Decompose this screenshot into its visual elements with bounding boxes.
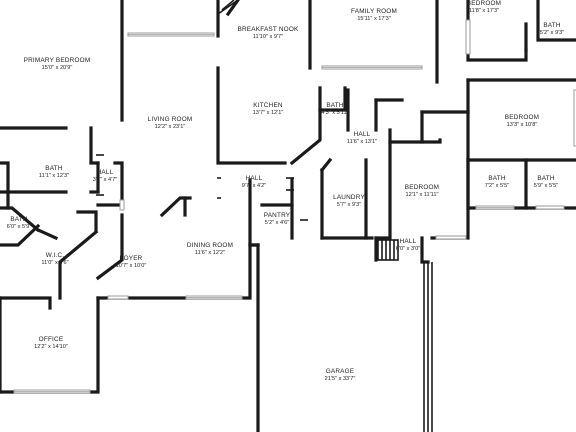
room-name: GARAGE	[325, 368, 355, 375]
room-bedroom-right: BEDROOM 13'3" x 10'8"	[505, 114, 539, 128]
room-name: BEDROOM	[466, 0, 502, 7]
room-name: BATH	[10, 216, 28, 223]
room-name: BATH	[45, 165, 63, 172]
room-hall-center: HALL 11'6" x 13'1"	[347, 131, 377, 145]
room-dims: 9'7" x 4'2"	[241, 182, 267, 189]
room-dims: 21'5" x 33'7"	[324, 375, 356, 382]
room-hall-small: HALL 6'0" x 3'0"	[396, 238, 420, 252]
room-dims: 13'3" x 10'8"	[506, 121, 538, 128]
room-name: HALL	[353, 131, 371, 138]
room-name: PANTRY	[263, 212, 291, 219]
room-foyer: FOYER 10'7" x 10'0"	[116, 255, 147, 269]
room-dims: 12'1" x 11'11"	[405, 191, 439, 198]
room-dims: 15'11" x 17'3"	[357, 15, 391, 22]
interior-walls	[0, 0, 576, 394]
room-bedroom-top: BEDROOM 11'8" x 17'3"	[467, 0, 501, 14]
room-name: OFFICE	[38, 336, 64, 343]
room-dims: 6'0" x 3'0"	[395, 245, 421, 252]
room-dims: 3'7" x 4'7"	[92, 176, 118, 183]
room-bath-right-1: BATH 7'2" x 5'5"	[485, 175, 509, 189]
room-dims: 11'6" x 12'2"	[194, 249, 226, 256]
room-name: BEDROOM	[404, 184, 440, 191]
room-family-room: FAMILY ROOM 15'11" x 17'3"	[351, 8, 397, 22]
room-bath-top-right: BATH 5'2" x 9'3"	[540, 22, 564, 36]
room-dims: 12'2" x 14'10"	[34, 343, 68, 350]
room-name: PRIMARY BEDROOM	[23, 57, 91, 64]
room-bath-right-2: BATH 5'9" x 5'5"	[534, 175, 558, 189]
room-dims: 11'1" x 12'3"	[38, 172, 70, 179]
stairs	[377, 239, 399, 261]
room-laundry: LAUNDRY 5'7" x 9'3"	[333, 194, 365, 208]
room-dims: 5'7" x 9'3"	[336, 201, 362, 208]
room-kitchen: KITCHEN 13'7" x 12'1"	[253, 102, 284, 116]
room-name: DINING ROOM	[186, 242, 234, 249]
room-bath-small: BATH 6'0" x 5'9"	[7, 216, 31, 230]
room-name: BATH	[488, 175, 506, 182]
room-dims: 4'3" x 5'11"	[321, 109, 349, 116]
room-hall-left: HALL 3'7" x 4'7"	[93, 169, 117, 183]
room-bath-center: BATH 4'3" x 5'11"	[321, 102, 348, 116]
windows	[13, 0, 576, 394]
room-dims: 10'7" x 10'0"	[115, 262, 147, 269]
room-name: LIVING ROOM	[147, 116, 193, 123]
room-dims: 7'2" x 5'5"	[484, 182, 510, 189]
room-dims: 15'0" x 20'9"	[41, 64, 73, 71]
room-dining-room: DINING ROOM 11'6" x 12'2"	[187, 242, 233, 256]
openings	[96, 154, 308, 221]
room-dims: 11'6" x 13'1"	[346, 138, 378, 145]
room-name: BATH	[537, 175, 555, 182]
room-dims: 11'8" x 17'3"	[468, 7, 500, 14]
room-dims: 5'2" x 4'6"	[264, 219, 290, 226]
room-name: FAMILY ROOM	[351, 8, 397, 15]
room-name: W.I.C.	[45, 252, 65, 259]
room-dims: 5'2" x 9'3"	[539, 29, 565, 36]
garage-door	[423, 262, 433, 432]
room-pantry: PANTRY 5'2" x 4'6"	[264, 212, 291, 226]
room-name: BEDROOM	[504, 114, 540, 121]
room-bedroom-mid: BEDROOM 12'1" x 11'11"	[405, 184, 439, 198]
room-name: HALL	[399, 238, 417, 245]
room-dims: 5'9" x 5'5"	[533, 182, 559, 189]
room-name: BREAKFAST NOOK	[237, 26, 299, 33]
room-breakfast-nook: BREAKFAST NOOK 11'10" x 9'7"	[238, 26, 299, 40]
room-name: HALL	[96, 169, 114, 176]
room-name: LAUNDRY	[333, 194, 365, 201]
room-dims: 11'0" x 8'6"	[41, 259, 69, 266]
room-dims: 13'7" x 12'1"	[252, 109, 284, 116]
room-dims: 11'10" x 9'7"	[252, 33, 284, 40]
room-dims: 12'2" x 23'1"	[154, 123, 186, 130]
room-name: HALL	[245, 175, 263, 182]
room-living-room: LIVING ROOM 12'2" x 23'1"	[148, 116, 193, 130]
room-wic: W.I.C. 11'0" x 8'6"	[41, 252, 68, 266]
room-primary-bedroom: PRIMARY BEDROOM 15'0" x 20'9"	[24, 57, 91, 71]
room-hall-mid: HALL 9'7" x 4'2"	[242, 175, 266, 189]
room-garage: GARAGE 21'5" x 33'7"	[325, 368, 356, 382]
room-dims: 6'0" x 5'9"	[6, 223, 32, 230]
room-name: KITCHEN	[253, 102, 283, 109]
room-name: BATH	[326, 102, 344, 109]
room-bath-left: BATH 11'1" x 12'3"	[39, 165, 69, 179]
room-name: FOYER	[119, 255, 143, 262]
room-office: OFFICE 12'2" x 14'10"	[34, 336, 68, 350]
room-name: BATH	[543, 22, 561, 29]
